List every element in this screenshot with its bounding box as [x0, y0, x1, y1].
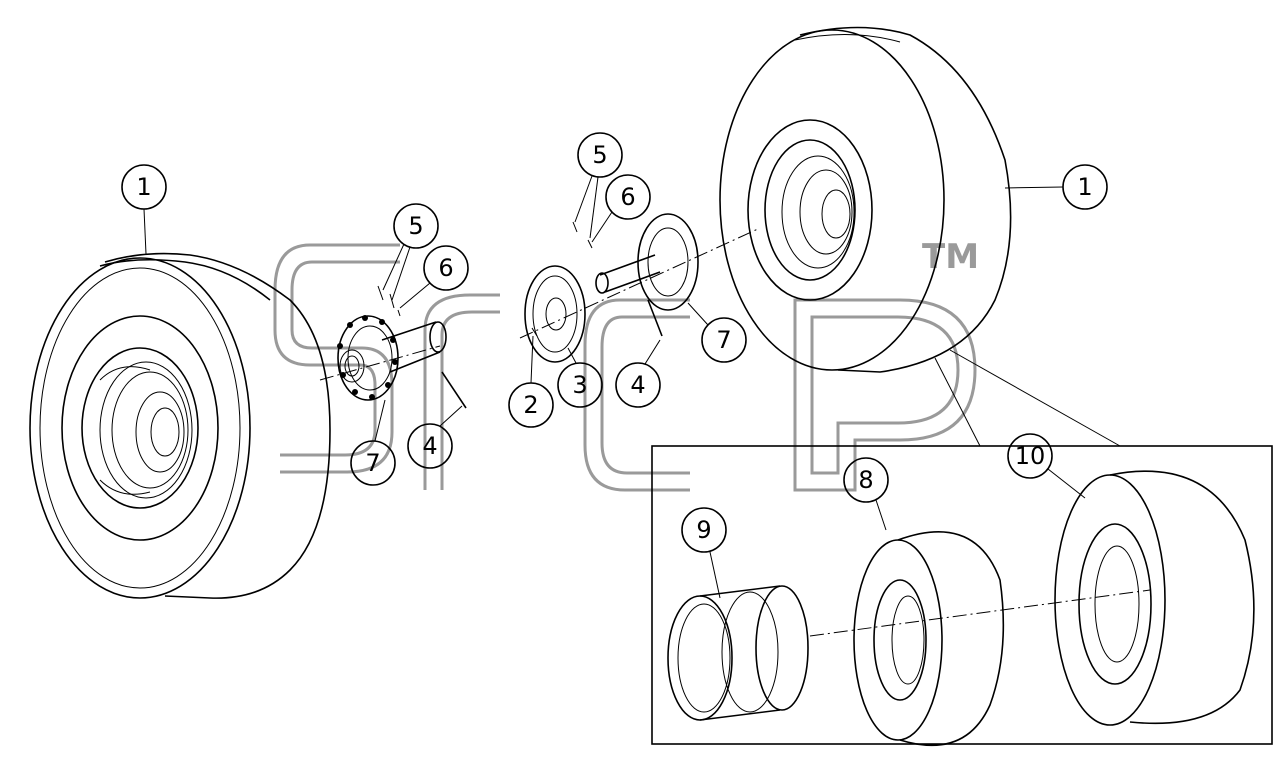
- callout-4-center-text: 4: [630, 371, 645, 399]
- callout-1-right-text: 1: [1077, 173, 1092, 201]
- callout-8: 8: [843, 457, 889, 531]
- detail-box: [651, 349, 1273, 747]
- callout-7-center-text: 7: [716, 326, 731, 354]
- center-bolt: [647, 299, 663, 337]
- callouts: 1 1 5 6 7 4 5 6: [121, 132, 1108, 599]
- callout-5-center-text: 5: [592, 141, 607, 169]
- callout-1-left: 1: [121, 164, 167, 255]
- left-hub-assembly: [319, 285, 467, 409]
- watermark-letters: [273, 243, 977, 492]
- callout-4-left: 4: [407, 405, 463, 469]
- callout-7-left: 7: [350, 399, 396, 486]
- sprocket-disc: [524, 265, 586, 363]
- callout-6-center: 6: [591, 174, 651, 243]
- callout-4-center: 4: [615, 339, 661, 408]
- callout-3: 3: [557, 347, 603, 408]
- callout-5-left: 5: [382, 203, 439, 301]
- center-hub-assembly: [519, 213, 761, 363]
- detail-rim: [667, 585, 809, 721]
- callout-10-text: 10: [1015, 442, 1046, 470]
- callout-2: 2: [508, 335, 554, 428]
- callout-4-left-text: 4: [422, 432, 437, 460]
- callout-3-text: 3: [572, 371, 587, 399]
- callout-6-left: 6: [399, 245, 469, 309]
- callout-9: 9: [681, 507, 727, 599]
- callout-5-left-text: 5: [408, 212, 423, 240]
- detail-tube: [853, 531, 1005, 747]
- detail-tire: [1054, 470, 1255, 726]
- left-tire: [29, 252, 331, 599]
- callout-9-text: 9: [696, 516, 711, 544]
- callout-7-center: 7: [687, 302, 747, 363]
- watermark: TM: [273, 237, 979, 492]
- watermark-trademark: TM: [922, 237, 979, 277]
- callout-8-text: 8: [858, 466, 873, 494]
- right-tire: [719, 26, 1012, 373]
- callout-1-left-text: 1: [136, 173, 151, 201]
- callout-5-center: 5: [574, 132, 623, 239]
- callout-6-left-text: 6: [438, 254, 453, 282]
- left-bolt: [441, 371, 467, 409]
- callout-10: 10: [1007, 433, 1086, 499]
- callout-6-center-text: 6: [620, 183, 635, 211]
- callout-2-text: 2: [523, 391, 538, 419]
- left-hub-studs: [337, 315, 398, 400]
- callout-7-left-text: 7: [365, 449, 380, 477]
- callout-1-right: 1: [1004, 164, 1108, 210]
